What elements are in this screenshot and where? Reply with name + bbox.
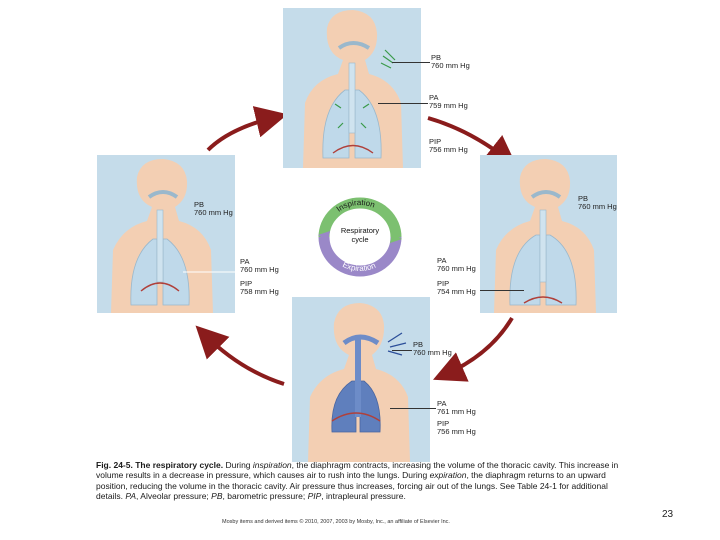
expiration-arc (318, 236, 402, 277)
caption-symbol-pb: PB (211, 490, 223, 501)
caption-symbol-pip: PIP (307, 490, 322, 501)
inspiration-label: Inspiration (335, 198, 376, 214)
top-pb-leader (392, 62, 430, 63)
left-panel-illustration (97, 155, 235, 313)
arrow-bottom-to-left (195, 325, 285, 386)
cycle-center-line1: Respiratory (340, 226, 380, 235)
expiration-arrowhead (318, 231, 330, 241)
caption-expiration: expiration (429, 470, 467, 481)
caption-text: , the diaphragm contracts, increasing th… (96, 460, 619, 481)
caption-text: , Alveolar pressure; (136, 490, 209, 501)
torso-figure (292, 297, 430, 462)
caption-text: , intrapleural pressure. (321, 490, 406, 501)
figure-caption: Fig. 24-5. The respiratory cycle. During… (96, 460, 626, 501)
caption-text: , barometric pressure; (222, 490, 306, 501)
torso-figure (480, 155, 617, 313)
respiratory-cycle-diagram: Inspiration Expiration (318, 197, 402, 277)
caption-text: During (225, 460, 251, 470)
top-panel-illustration (283, 8, 421, 168)
cycle-center-line2: cycle (351, 235, 369, 244)
bottom-panel-illustration (292, 297, 430, 462)
caption-fig-number: Fig. 24-5. (96, 460, 133, 470)
copyright-credit: Mosby items and derived items © 2010, 20… (222, 519, 450, 525)
caption-inspiration: inspiration (252, 460, 292, 470)
arrow-left-to-top (206, 106, 288, 152)
right-panel-illustration (480, 155, 617, 313)
inspiration-arc (318, 197, 402, 238)
top-pa-leader (378, 103, 428, 104)
inspiration-arrowhead (390, 233, 402, 243)
bottom-pb-leader (392, 350, 412, 351)
arrow-top-to-right (427, 116, 518, 168)
expiration-label: Expiration (341, 260, 377, 273)
bottom-pa-leader (390, 408, 436, 409)
caption-symbol-pa: PA (125, 490, 137, 501)
right-pip-leader (480, 290, 524, 291)
svg-text:Expiration: Expiration (341, 260, 377, 273)
cycle-center-label: Respiratory cycle (332, 226, 388, 244)
page-number: 23 (662, 509, 674, 520)
torso-figure (97, 155, 235, 313)
caption-text: , the diaphragm returns to an upward pos… (96, 470, 608, 501)
torso-figure (283, 8, 421, 168)
svg-text:Inspiration: Inspiration (335, 198, 376, 214)
arrow-right-to-bottom (432, 316, 514, 382)
caption-title: The respiratory cycle. (135, 460, 224, 470)
